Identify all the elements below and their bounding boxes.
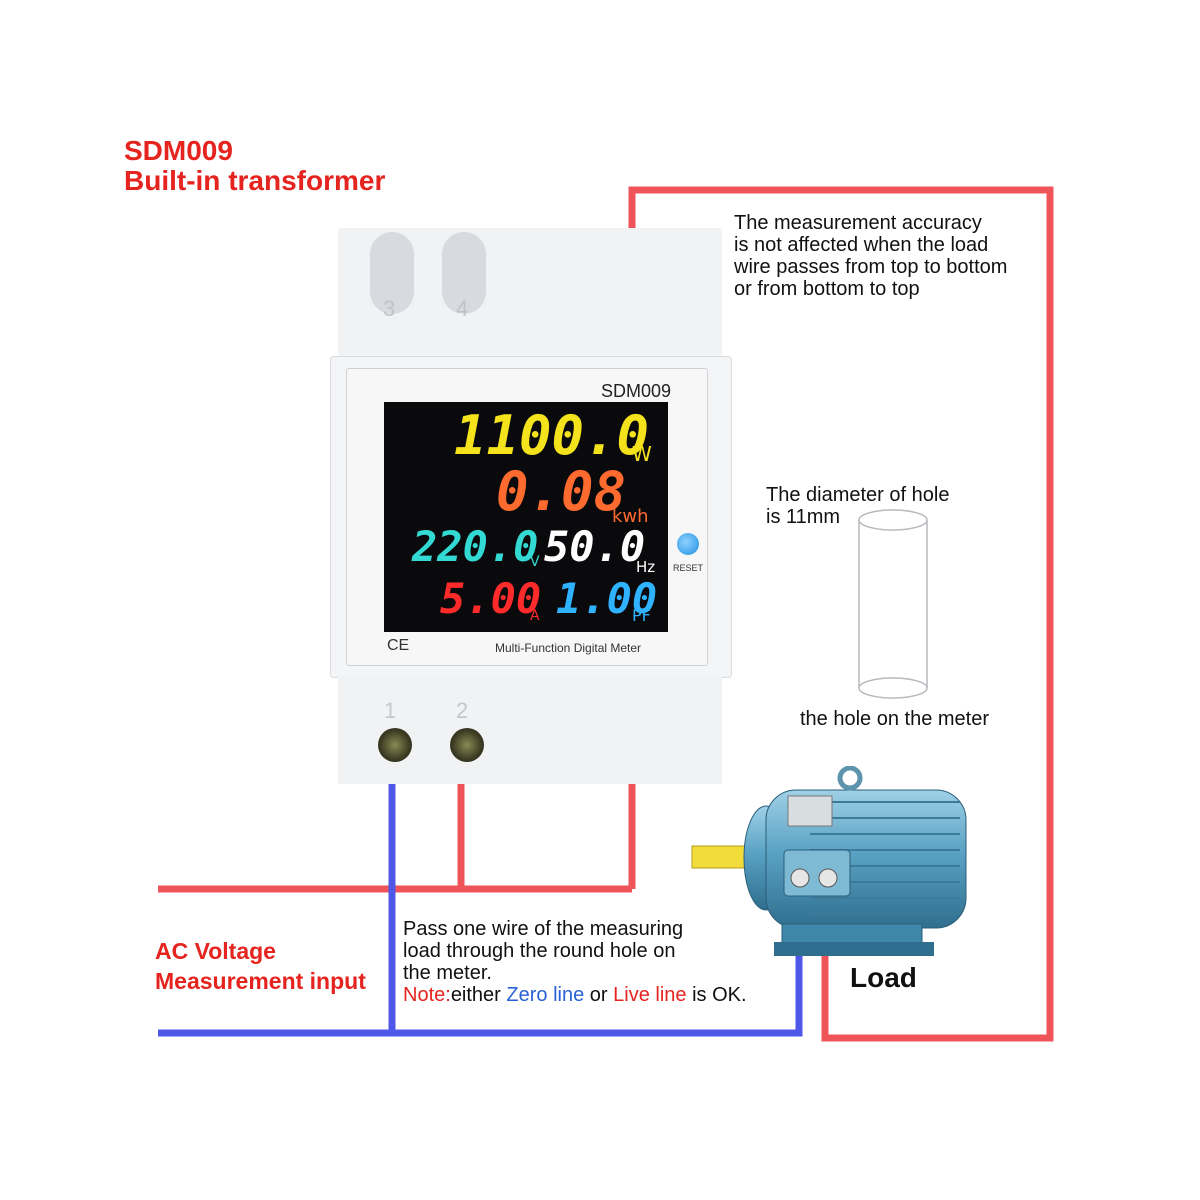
power-unit: W bbox=[632, 442, 652, 466]
hole-diameter-line: The diameter of hole bbox=[766, 484, 950, 506]
instruction-line: the meter. bbox=[403, 962, 492, 984]
load-label: Load bbox=[850, 962, 917, 993]
ce-mark: CE bbox=[387, 637, 410, 654]
note-live-line: Live line bbox=[613, 984, 687, 1006]
accuracy-note-line: wire passes from top to bottom bbox=[734, 256, 1008, 278]
reset-label: RESET bbox=[673, 563, 704, 573]
hole-cylinder-illustration bbox=[858, 509, 928, 699]
accuracy-note-line: The measurement accuracy bbox=[734, 212, 982, 234]
wire-slot-4 bbox=[442, 232, 486, 314]
power-factor-unit: PF bbox=[632, 606, 651, 625]
terminal-screw-1 bbox=[378, 728, 412, 762]
heading-model: SDM009 bbox=[124, 135, 233, 166]
instruction-line: Pass one wire of the measuring bbox=[403, 918, 684, 940]
energy-value: 0.08 bbox=[496, 460, 627, 523]
instruction-line: load through the round hole on bbox=[403, 940, 676, 962]
terminal-label-2: 2 bbox=[456, 698, 469, 723]
note-zero-line: Zero line bbox=[506, 984, 585, 1006]
terminal-label-3: 3 bbox=[383, 296, 396, 321]
note-line: Note:either Zero line or Live line is OK… bbox=[403, 984, 747, 1006]
power-factor-value: 1.00 bbox=[556, 574, 658, 623]
terminal-screw-2 bbox=[450, 728, 484, 762]
note-or: or bbox=[584, 984, 614, 1006]
lcd-display: 1100.0 W 0.08 kwh 220.0 V 50.0 Hz 5.00 A… bbox=[384, 402, 668, 632]
hole-label: the hole on the meter bbox=[800, 708, 990, 730]
hole-diameter-line: is 11mm bbox=[766, 506, 841, 528]
ac-input-label: AC Voltage Measurement input bbox=[155, 936, 366, 996]
frequency-unit: Hz bbox=[636, 558, 656, 576]
heading-subtitle: Built-in transformer bbox=[124, 165, 386, 196]
instruction-note: Pass one wire of the measuring load thro… bbox=[403, 918, 747, 1006]
reset-button[interactable] bbox=[677, 533, 699, 555]
accuracy-note-line: is not affected when the load bbox=[734, 234, 989, 256]
voltage-value: 220.0 bbox=[412, 522, 539, 571]
note-either: either bbox=[450, 984, 507, 1006]
current-value: 5.00 bbox=[440, 574, 542, 623]
note-prefix: Note: bbox=[403, 984, 451, 1006]
terminal-label-1: 1 bbox=[384, 698, 397, 723]
voltage-unit: V bbox=[530, 554, 540, 570]
note-ok: is OK. bbox=[686, 984, 747, 1006]
wire-slot-3 bbox=[370, 232, 414, 314]
meter-model-label: SDM009 bbox=[600, 381, 671, 401]
meter-caption: Multi-Function Digital Meter bbox=[495, 641, 642, 655]
energy-unit: kwh bbox=[612, 506, 649, 527]
terminal-label-4: 4 bbox=[456, 296, 469, 321]
ac-input-line: AC Voltage bbox=[155, 938, 276, 964]
accuracy-note-line: or from bottom to top bbox=[734, 278, 920, 300]
current-unit: A bbox=[530, 608, 540, 624]
power-value: 1100.0 bbox=[454, 404, 650, 467]
hole-diameter-note: The diameter of hole is 11mm bbox=[766, 484, 949, 528]
frequency-value: 50.0 bbox=[544, 522, 646, 571]
motor-illustration bbox=[691, 766, 967, 956]
accuracy-note: The measurement accuracy is not affected… bbox=[734, 212, 1007, 300]
ac-input-line: Measurement input bbox=[155, 968, 366, 994]
